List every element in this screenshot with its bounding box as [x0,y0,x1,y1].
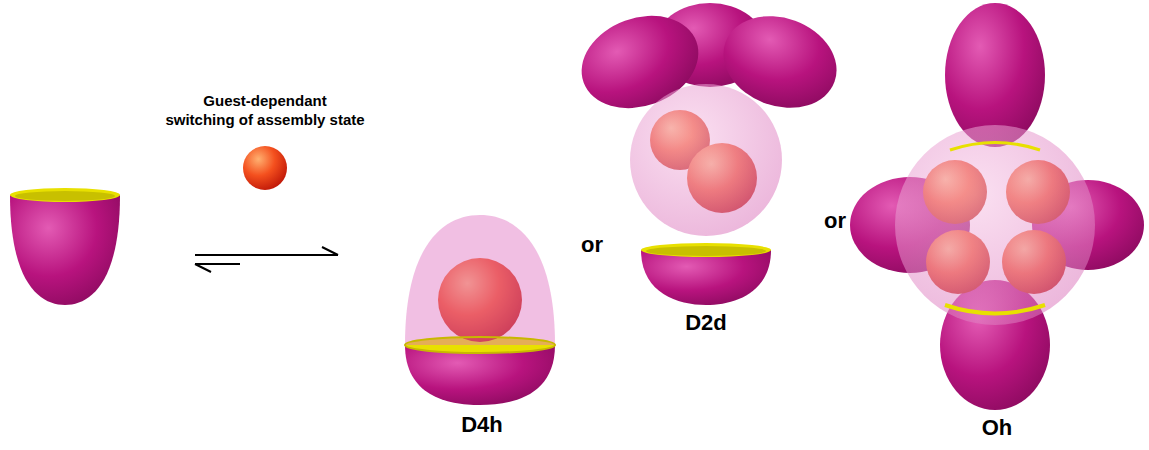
or-word: or [824,208,846,233]
cavitand-cup [10,188,120,305]
equilibrium-arrow [195,247,338,272]
symmetry-label: Oh [982,415,1013,440]
arrow-caption: switching of assembly state [165,111,364,128]
hexamer-capsule [850,3,1144,410]
symmetry-label: D2d [685,310,727,335]
or-word: or [581,232,603,257]
guest-sphere [243,146,287,190]
symmetry-label: D4h [461,412,503,437]
arrow-caption: Guest-dependant [203,92,326,109]
tetramer-capsule [569,0,850,305]
dimer-capsule [405,215,555,405]
